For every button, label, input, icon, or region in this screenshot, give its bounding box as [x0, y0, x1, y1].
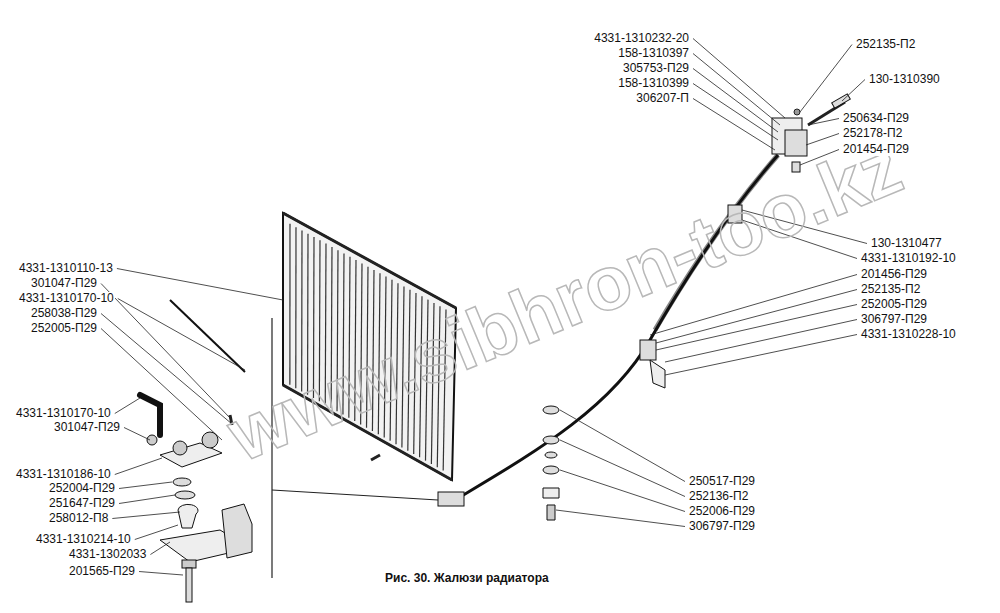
part-number: 4331-1310170-10: [15, 407, 112, 420]
part-number: 4331-1310186-10: [15, 468, 112, 481]
leader-line: [119, 495, 175, 504]
part-number: 252004-П29: [48, 482, 116, 495]
part-number: 130-1310477: [870, 237, 943, 250]
leader-line: [842, 80, 865, 102]
leader-line: [560, 440, 685, 497]
part-number: 4331-1310214-10: [35, 533, 132, 546]
part-number: 201454-П29: [842, 143, 910, 156]
part-number: 252006-П29: [688, 505, 756, 518]
part-number: 201565-П29: [68, 565, 136, 578]
part-number: 258012-П8: [48, 512, 109, 525]
leader-line: [693, 54, 780, 126]
part-number: 251647-П29: [48, 497, 116, 510]
leader-line: [135, 525, 178, 540]
leader-line: [124, 428, 150, 441]
part-number: 252136-П2: [688, 490, 749, 503]
leader-line: [560, 410, 685, 482]
part-number: 250517-П29: [688, 475, 756, 488]
part-number: 306797-П29: [860, 313, 928, 326]
part-number: 305753-П29: [622, 62, 690, 75]
leader-line: [800, 45, 852, 113]
leader-line: [115, 458, 162, 475]
part-number: 4331-1310110-13: [18, 262, 114, 275]
part-number: 250634-П29: [842, 112, 910, 125]
part-number: 306797-П29: [688, 520, 756, 533]
leader-line: [693, 69, 778, 133]
leader-line: [115, 398, 140, 414]
leader-line: [656, 305, 857, 351]
leader-line: [808, 119, 839, 126]
part-number: 4331-1310192-10: [860, 252, 957, 265]
leader-line: [118, 299, 245, 371]
part-number: 158-1310399: [617, 77, 690, 90]
part-number: 301047-П29: [30, 277, 98, 290]
leader-line: [119, 482, 172, 489]
radiator-slat: [289, 224, 290, 385]
part-number: 252135-П2: [860, 283, 921, 296]
part-number: 4331-1310232-20: [593, 32, 690, 45]
leader-line: [693, 84, 778, 141]
figure-caption: Рис. 30. Жалюзи радиатора: [385, 571, 549, 585]
leader-line: [139, 572, 183, 576]
leader-line: [693, 99, 775, 151]
part-number: 4331-1302033: [68, 548, 147, 561]
leader-line: [560, 470, 685, 512]
part-number: 201456-П29: [860, 268, 928, 281]
part-number: 252135-П2: [855, 38, 916, 51]
part-number: 252178-П2: [842, 127, 903, 140]
part-number: 252005-П29: [860, 298, 928, 311]
part-number: 158-1310397: [617, 47, 690, 60]
part-number: 4331-1310228-10: [860, 328, 957, 341]
leader-line: [556, 510, 685, 527]
leader-line: [665, 335, 857, 376]
part-number: 306207-П: [635, 92, 690, 105]
leader-line: [656, 290, 857, 344]
part-number: 252005-П29: [30, 322, 98, 335]
leader-line: [112, 512, 180, 519]
leader-line: [117, 269, 283, 301]
part-number: 130-1310390: [868, 73, 941, 86]
part-number: 301047-П29: [53, 421, 121, 434]
leader-line: [150, 542, 170, 555]
part-number: 4331-1310170-10: [18, 292, 115, 305]
part-number: 258038-П29: [30, 307, 98, 320]
leader-line: [693, 39, 785, 119]
leader-line: [101, 314, 232, 425]
